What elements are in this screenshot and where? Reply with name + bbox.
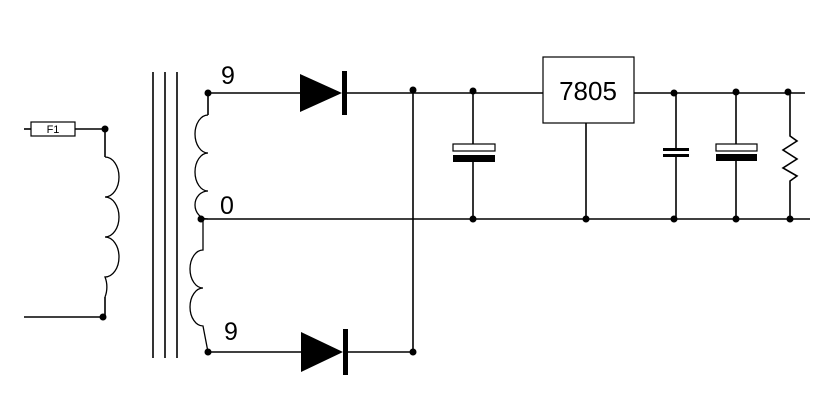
output-electrolytic-capacitor xyxy=(715,93,758,219)
secondary-bottom-label: 9 xyxy=(224,318,238,346)
capacitor-negative-plate xyxy=(716,154,757,161)
fuse-f1: F1 xyxy=(30,121,76,137)
rails xyxy=(201,86,810,356)
capacitor-negative-plate xyxy=(453,155,495,162)
junction-dot xyxy=(469,87,477,95)
junction-dot xyxy=(99,313,107,321)
capacitor-positive-plate xyxy=(715,143,758,152)
voltage-regulator-7805: 7805 xyxy=(542,56,635,219)
secondary-top-label: 9 xyxy=(221,62,235,90)
regulator-body xyxy=(542,56,635,124)
resistor-zigzag xyxy=(781,93,799,219)
primary-circuit: F1 xyxy=(24,121,120,321)
load-resistor xyxy=(781,93,799,219)
diode-triangle xyxy=(300,74,342,112)
primary-winding xyxy=(104,156,120,298)
secondary-upper-coil xyxy=(194,114,209,220)
junction-dot xyxy=(409,86,417,94)
diode-cathode-bar xyxy=(343,329,348,375)
fuse-label: F1 xyxy=(47,124,60,136)
input-electrolytic-capacitor xyxy=(452,93,496,219)
upper-diode xyxy=(208,71,413,115)
secondary-lower-coil xyxy=(189,219,209,353)
capacitor-plate xyxy=(663,148,689,151)
secondary-winding: 9 0 9 xyxy=(189,62,238,356)
junction-dot xyxy=(101,125,109,133)
capacitor-plate xyxy=(663,154,689,157)
junction-dot xyxy=(409,348,417,356)
junction-dot xyxy=(732,88,740,96)
lower-diode xyxy=(208,329,413,375)
center-tap-label: 0 xyxy=(220,192,234,220)
regulator-label: 7805 xyxy=(559,76,617,106)
diode-triangle xyxy=(301,332,343,372)
diode-cathode-bar xyxy=(342,71,347,115)
capacitor-positive-plate xyxy=(452,143,496,152)
transformer-core xyxy=(152,72,178,358)
output-ceramic-capacitor xyxy=(663,93,689,219)
